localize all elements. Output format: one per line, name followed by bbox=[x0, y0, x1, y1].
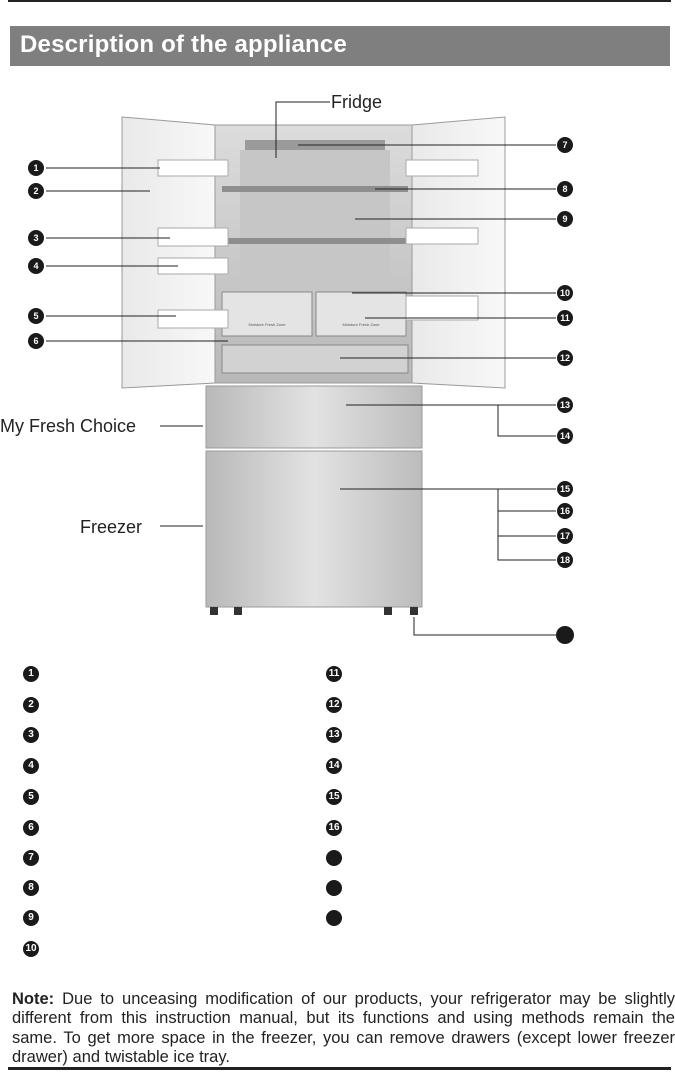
foot bbox=[384, 607, 392, 615]
svg-text:14: 14 bbox=[560, 431, 570, 441]
legend-marker: 9 bbox=[23, 910, 39, 926]
freezer-drawer bbox=[205, 450, 423, 608]
label-fridge: Fridge bbox=[331, 92, 382, 112]
svg-text:8: 8 bbox=[562, 184, 567, 194]
svg-text:17: 17 bbox=[560, 531, 570, 541]
label-freezer: Freezer bbox=[80, 517, 142, 537]
section-title: Description of the appliance bbox=[20, 31, 347, 58]
legend-marker: 13 bbox=[326, 727, 342, 743]
callout-8: 8 bbox=[557, 181, 573, 197]
callout-15: 15 bbox=[557, 481, 573, 497]
callout-17: 17 bbox=[557, 528, 573, 544]
svg-text:12: 12 bbox=[560, 353, 570, 363]
svg-text:7: 7 bbox=[562, 140, 567, 150]
bottom-rule bbox=[8, 1067, 671, 1070]
drawer-label-right: Moisture Fresh Zone bbox=[343, 322, 381, 327]
legend-marker: 2 bbox=[23, 697, 39, 713]
svg-text:10: 10 bbox=[560, 288, 570, 298]
svg-text:15: 15 bbox=[560, 484, 570, 494]
svg-text:5: 5 bbox=[33, 311, 38, 321]
door-bin bbox=[157, 309, 229, 329]
callout-9: 9 bbox=[557, 211, 573, 227]
legend-marker: 16 bbox=[326, 820, 342, 836]
note-paragraph: Note: Due to unceasing modification of o… bbox=[12, 990, 675, 1068]
legend-marker: 8 bbox=[23, 880, 39, 896]
svg-text:16: 16 bbox=[560, 506, 570, 516]
legend-marker: 14 bbox=[326, 758, 342, 774]
callout-10: 10 bbox=[557, 285, 573, 301]
my-fresh-choice-drawer bbox=[205, 385, 423, 449]
callout-14: 14 bbox=[557, 428, 573, 444]
svg-text:2: 2 bbox=[33, 186, 38, 196]
drawer-label-left: Moisture Fresh Zone bbox=[249, 322, 287, 327]
svg-text:9: 9 bbox=[562, 214, 567, 224]
door-bin bbox=[405, 227, 479, 245]
callout-7: 7 bbox=[557, 137, 573, 153]
callout-4: 4 bbox=[28, 258, 44, 274]
callout-16: 16 bbox=[557, 503, 573, 519]
foot bbox=[410, 607, 418, 615]
legend-marker bbox=[326, 850, 342, 866]
slide-drawer bbox=[221, 344, 409, 374]
svg-text:18: 18 bbox=[560, 555, 570, 565]
door-bin bbox=[157, 227, 229, 247]
foot bbox=[234, 607, 242, 615]
legend-marker bbox=[326, 910, 342, 926]
svg-text:11: 11 bbox=[560, 313, 570, 323]
legend-marker: 5 bbox=[23, 789, 39, 805]
label-my-fresh-choice: My Fresh Choice bbox=[0, 416, 136, 436]
svg-text:1: 1 bbox=[33, 163, 38, 173]
callout-2: 2 bbox=[28, 183, 44, 199]
legend-marker: 15 bbox=[326, 789, 342, 805]
svg-text:4: 4 bbox=[33, 261, 38, 271]
leader-lines bbox=[46, 101, 556, 636]
legend-marker: 1 bbox=[23, 666, 39, 682]
door-bin bbox=[157, 159, 229, 177]
right-door bbox=[411, 116, 506, 389]
callout-18: 18 bbox=[557, 552, 573, 568]
callout-13: 13 bbox=[557, 397, 573, 413]
note-label: Note: bbox=[12, 989, 55, 1008]
shelf bbox=[222, 186, 408, 192]
crisper-drawer-right bbox=[315, 291, 407, 337]
legend-marker: 3 bbox=[23, 727, 39, 743]
left-door bbox=[121, 116, 216, 389]
section-title-bar: Description of the appliance bbox=[10, 26, 670, 66]
door-bin bbox=[405, 159, 479, 177]
legend-marker: 11 bbox=[326, 666, 342, 682]
legend-marker: 6 bbox=[23, 820, 39, 836]
legend-marker: 7 bbox=[23, 850, 39, 866]
note-text: Due to unceasing modification of our pro… bbox=[12, 989, 675, 1067]
appliance-illustration: Moisture Fresh Zone Moisture Fresh Zone … bbox=[0, 92, 574, 644]
legend-marker: 4 bbox=[23, 758, 39, 774]
legend-marker: 12 bbox=[326, 697, 342, 713]
callout-12: 12 bbox=[557, 350, 573, 366]
callout-11: 11 bbox=[557, 310, 573, 326]
callout-1: 1 bbox=[28, 160, 44, 176]
door-bin bbox=[405, 295, 479, 321]
callout-markers: 1 2 3 4 5 6 7 8 9 10 11 12 13 14 15 16 1… bbox=[28, 137, 574, 644]
foot bbox=[210, 607, 218, 615]
callout-3: 3 bbox=[28, 230, 44, 246]
svg-text:6: 6 bbox=[33, 336, 38, 346]
shelf bbox=[222, 238, 408, 244]
legend-marker bbox=[326, 880, 342, 896]
top-rule bbox=[8, 0, 671, 2]
legend-marker: 10 bbox=[23, 941, 39, 957]
svg-text:13: 13 bbox=[560, 400, 570, 410]
crisper-drawer-left bbox=[221, 291, 313, 337]
svg-text:3: 3 bbox=[33, 233, 38, 243]
callout-6: 6 bbox=[28, 333, 44, 349]
callout-19 bbox=[556, 626, 574, 644]
callout-5: 5 bbox=[28, 308, 44, 324]
